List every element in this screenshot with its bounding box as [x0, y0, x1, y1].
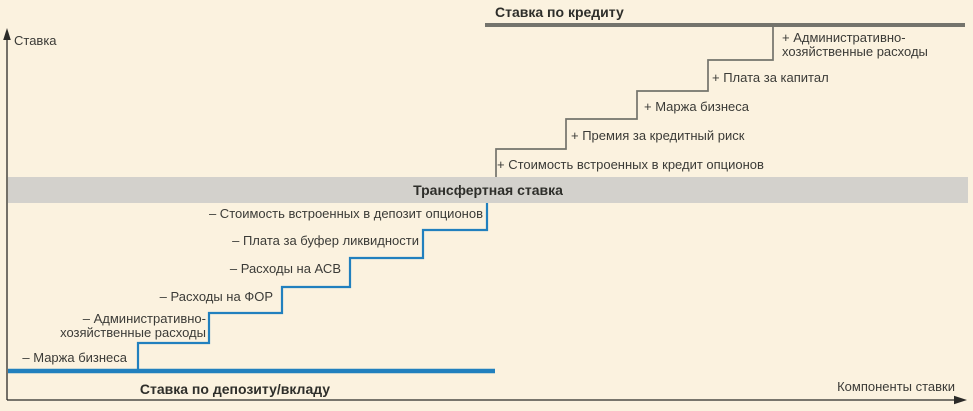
loan-rate-label: Ставка по кредиту: [495, 4, 624, 20]
deposit-step-label-admin-expenses: – Административно- хозяйственные расходы: [60, 311, 206, 340]
deposit-step-label-liquidity-buffer: – Плата за буфер ликвидности: [232, 233, 419, 248]
deposit-step-label-business-margin: – Маржа бизнеса: [22, 350, 127, 365]
loan-step-label-credit-risk-premium: + Премия за кредитный риск: [571, 128, 745, 143]
loan-step-label-embedded-options: + Стоимость встроенных в кредит опционов: [497, 157, 764, 172]
x-axis-label: Компоненты ставки: [837, 379, 955, 394]
loan-step-label-admin-expenses: + Административно- хозяйственные расходы: [782, 30, 928, 59]
x-axis-arrow-icon: [954, 395, 967, 405]
transfer-rate-band: Трансфертная ставка: [8, 177, 968, 203]
loan-step-label-cost-of-capital: + Плата за капитал: [712, 70, 829, 85]
deposit-staircase-line: [136, 203, 489, 369]
deposit-rate-label: Ставка по депозиту/вкладу: [139, 381, 331, 397]
deposit-step-label-asv-expenses: – Расходы на АСВ: [229, 261, 341, 276]
y-axis-arrow-icon: [3, 28, 11, 40]
deposit-step-label-for-expenses: – Расходы на ФОР: [159, 289, 273, 304]
loan-staircase-line: [495, 27, 774, 177]
y-axis-label: Ставка: [14, 33, 57, 48]
deposit-step-label-embedded-options: – Стоимость встроенных в депозит опционо…: [208, 206, 483, 221]
loan-step-label-business-margin: + Маржа бизнеса: [644, 99, 749, 114]
transfer-rate-label: Трансфертная ставка: [413, 182, 563, 198]
